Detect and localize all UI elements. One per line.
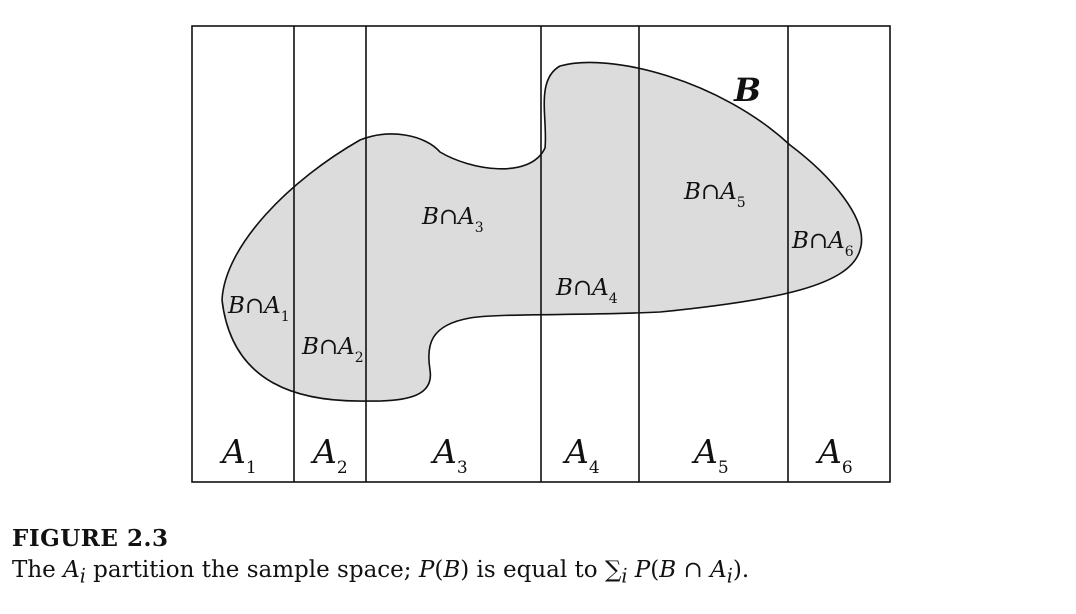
intersection-label-4: B∩A4 — [555, 275, 618, 307]
intersection-label-1: B∩A1 — [227, 293, 290, 325]
intersection-label-6: B∩A6 — [791, 228, 854, 260]
figure-number: FIGURE 2.3 — [12, 525, 169, 552]
caption-text: The Ai partition the sample space; P(B) … — [12, 557, 750, 588]
partition-label-6: A6 — [815, 432, 853, 478]
partition-label-3: A3 — [430, 432, 468, 478]
partition-diagram: B B∩A1 B∩A2 B∩A3 B∩A4 B∩A5 B∩A6 A1 A2 A3… — [191, 25, 891, 483]
intersection-label-3: B∩A3 — [421, 204, 484, 236]
intersection-label-5: B∩A5 — [683, 179, 746, 211]
partition-label-1: A1 — [219, 432, 257, 478]
set-b-label: B — [733, 71, 761, 109]
figure-caption: FIGURE 2.3 The Ai partition the sample s… — [12, 524, 1062, 593]
partition-label-4: A4 — [562, 432, 600, 478]
partition-label-5: A5 — [691, 432, 729, 478]
intersection-label-2: B∩A2 — [301, 334, 364, 366]
partition-label-2: A2 — [310, 432, 348, 478]
